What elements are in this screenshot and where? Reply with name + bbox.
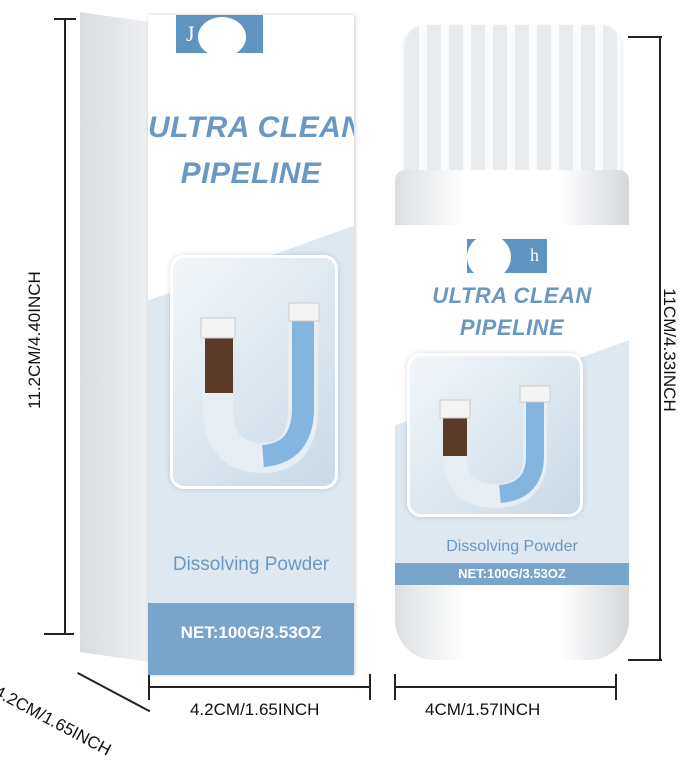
bottle-width-label: 4CM/1.57INCH xyxy=(425,700,541,719)
bottle-height-cap-bottom xyxy=(628,659,662,661)
bottle-title-line1: ULTRA CLEAN xyxy=(432,283,592,308)
product-bottle: h ULTRA CLEAN PIPELINE Dissolving Powder… xyxy=(395,170,629,660)
box-side-face xyxy=(80,12,150,662)
box-net-band: NET:100G/3.53OZ xyxy=(148,603,354,675)
box-height-cap-bottom xyxy=(44,633,74,635)
bottle-net-band: NET:100G/3.53OZ xyxy=(395,563,629,585)
box-title-line1: ULTRA CLEAN xyxy=(148,111,354,144)
bottle-pipe-illustration xyxy=(407,353,583,517)
box-width-line xyxy=(148,686,370,688)
box-height-line xyxy=(64,18,66,634)
box-net-weight: NET:100G/3.53OZ xyxy=(180,623,322,642)
box-pipe-illustration xyxy=(170,255,338,489)
bottle-brand-logo: h xyxy=(467,235,547,279)
box-height-label: 11.2CM/4.40INCH xyxy=(25,271,44,409)
bottle-height-label: 11CM/4.33INCH xyxy=(660,288,679,412)
box-width-label: 4.2CM/1.65INCH xyxy=(190,700,320,719)
product-box: J ULTRA CLEAN PIPELINE Dissolving Powder… xyxy=(148,15,354,675)
box-depth-line xyxy=(77,672,151,713)
bottle-width-line xyxy=(394,686,616,688)
bottle-width-cap-left xyxy=(394,674,396,700)
bottle-title-line2: PIPELINE xyxy=(459,315,565,340)
box-height-cap-top xyxy=(54,18,76,20)
bottle-cap xyxy=(405,25,621,175)
drain-pipe-icon xyxy=(200,302,320,474)
bottle-height-cap-top xyxy=(628,36,662,38)
bottle-subtitle: Dissolving Powder xyxy=(446,538,578,555)
box-width-cap-right xyxy=(369,674,371,700)
box-subtitle: Dissolving Powder xyxy=(172,554,330,575)
box-width-cap-left xyxy=(148,674,150,700)
bottle-width-cap-right xyxy=(615,674,617,700)
bottle-height-line xyxy=(659,36,661,660)
drain-pipe-icon xyxy=(439,385,551,509)
box-title-line2: PIPELINE xyxy=(180,157,322,190)
bottle-label: h ULTRA CLEAN PIPELINE Dissolving Powder… xyxy=(395,225,629,585)
bottle-net-weight: NET:100G/3.53OZ xyxy=(458,566,566,581)
box-brand-logo: J xyxy=(176,15,263,57)
box-depth-label: 4.2CM/1.65INCH xyxy=(0,682,115,760)
